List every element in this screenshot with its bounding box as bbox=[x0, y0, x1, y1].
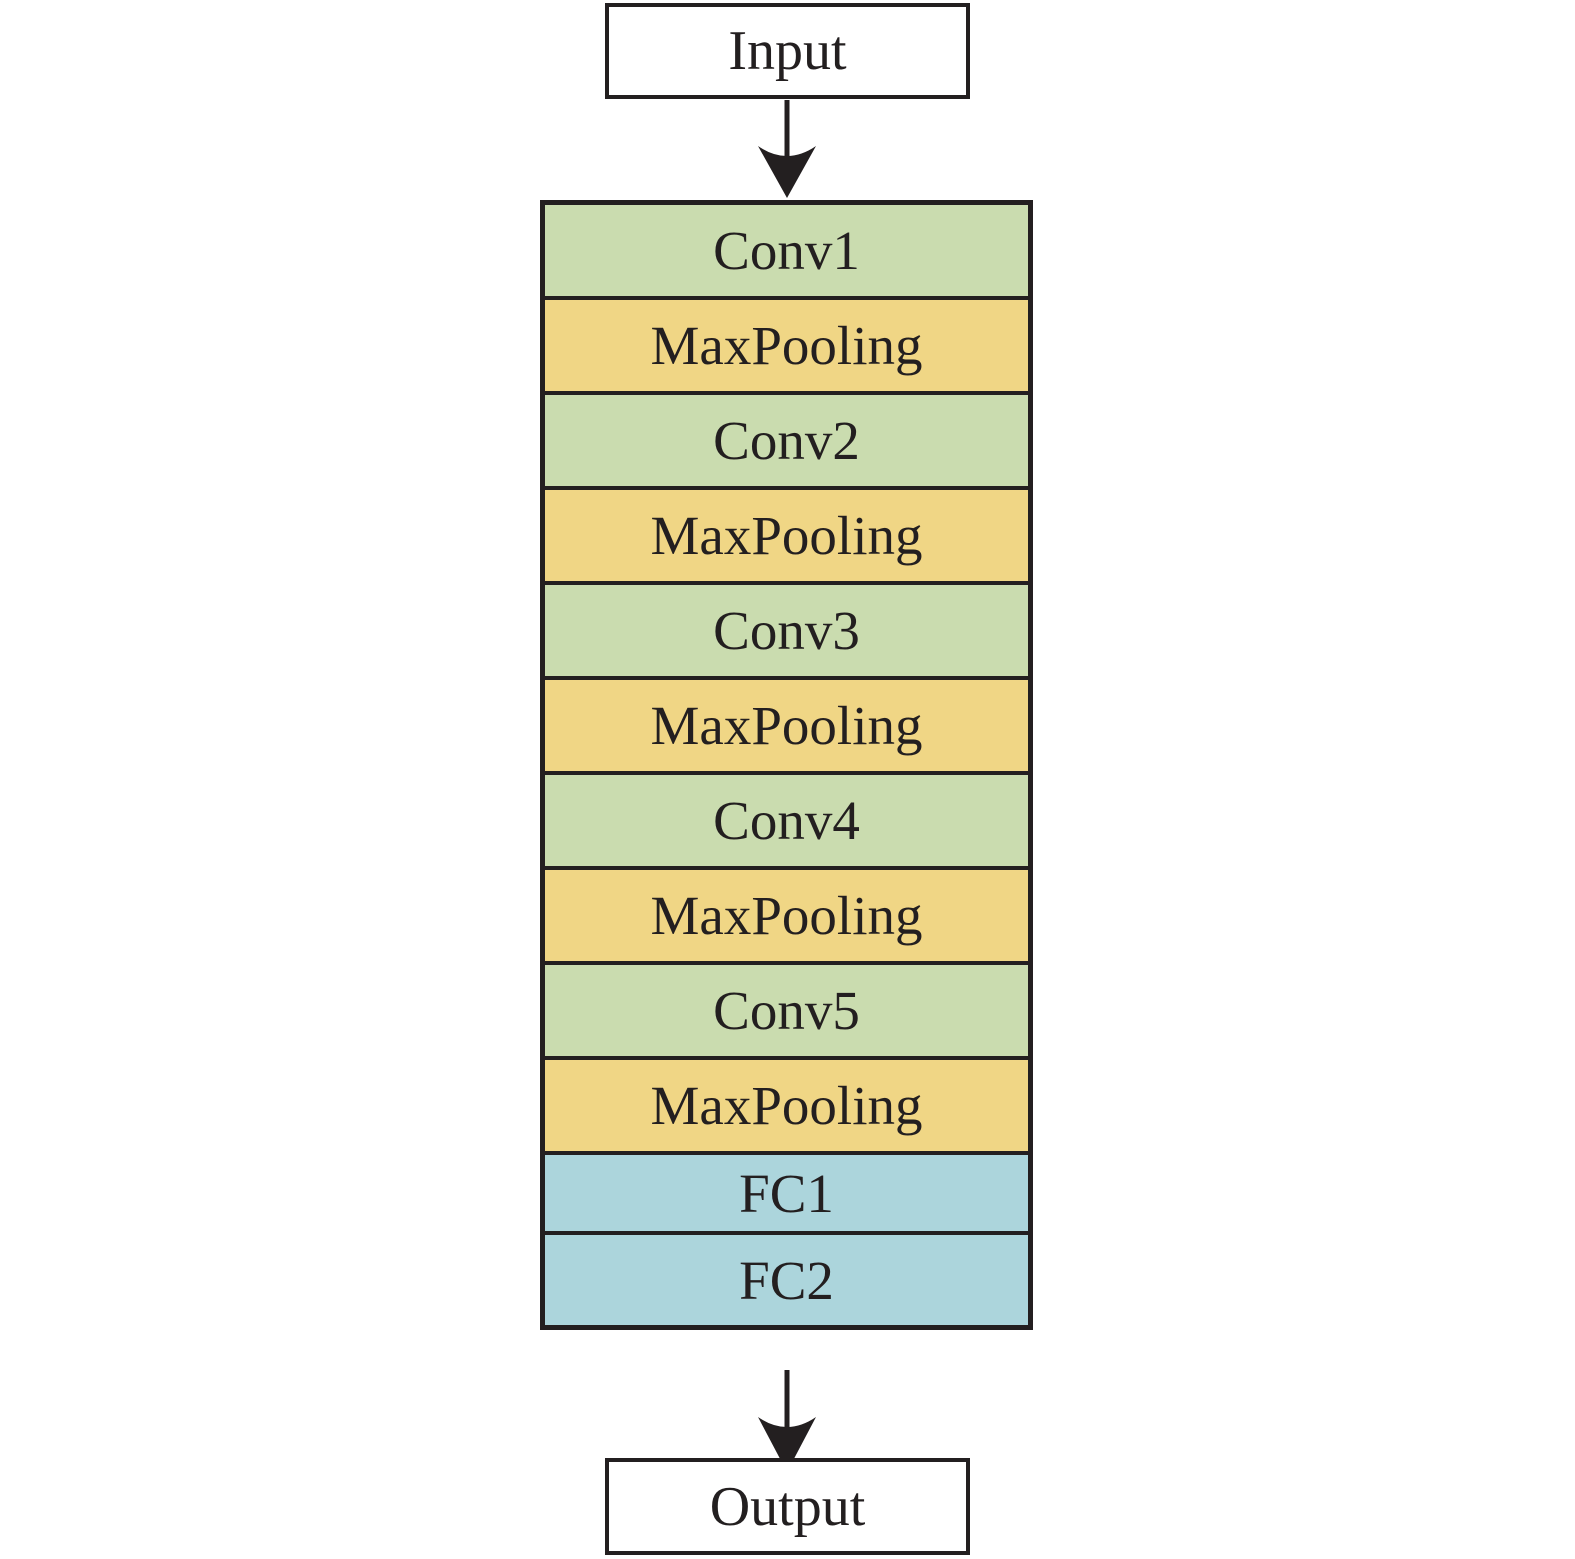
arrow-down-icon bbox=[758, 100, 816, 198]
layer-maxpooling-3: MaxPooling bbox=[545, 680, 1028, 775]
layer-label: MaxPooling bbox=[650, 885, 923, 946]
layer-label: MaxPooling bbox=[650, 1075, 923, 1136]
layer-label: Conv1 bbox=[713, 220, 860, 281]
layer-label: MaxPooling bbox=[650, 505, 923, 566]
layer-label: Conv3 bbox=[713, 600, 860, 661]
output-node-label: Output bbox=[709, 1475, 866, 1538]
layer-conv3: Conv3 bbox=[545, 585, 1028, 680]
layer-label: FC2 bbox=[739, 1249, 834, 1311]
layer-maxpooling-1: MaxPooling bbox=[545, 300, 1028, 395]
layer-maxpooling-5: MaxPooling bbox=[545, 1060, 1028, 1155]
layer-fc2: FC2 bbox=[545, 1235, 1028, 1325]
layer-maxpooling-4: MaxPooling bbox=[545, 870, 1028, 965]
input-node: Input bbox=[605, 3, 970, 99]
layer-fc1: FC1 bbox=[545, 1155, 1028, 1235]
layer-conv1: Conv1 bbox=[545, 205, 1028, 300]
layer-label: Conv4 bbox=[713, 790, 860, 851]
layer-label: MaxPooling bbox=[650, 315, 923, 376]
layer-label: MaxPooling bbox=[650, 695, 923, 756]
layer-conv2: Conv2 bbox=[545, 395, 1028, 490]
layer-label: Conv5 bbox=[713, 980, 860, 1041]
layer-label: FC1 bbox=[739, 1162, 834, 1224]
input-node-label: Input bbox=[728, 20, 847, 82]
output-node: Output bbox=[605, 1458, 970, 1555]
layer-conv4: Conv4 bbox=[545, 775, 1028, 870]
layer-maxpooling-2: MaxPooling bbox=[545, 490, 1028, 585]
layer-label: Conv2 bbox=[713, 410, 860, 471]
layer-conv5: Conv5 bbox=[545, 965, 1028, 1060]
